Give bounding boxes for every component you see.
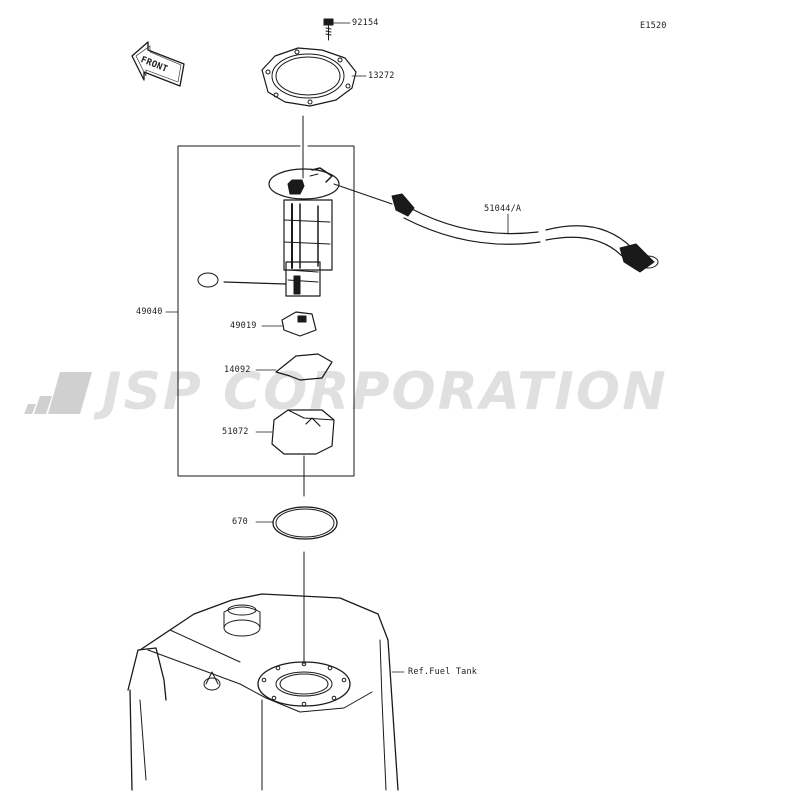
- front-arrow-icon: [131, 41, 185, 87]
- hose-51044A[interactable]: [333, 183, 659, 273]
- fuel-tank[interactable]: [127, 593, 405, 791]
- cover-51072[interactable]: [255, 409, 335, 455]
- label-bracket[interactable]: 14092: [224, 365, 251, 375]
- label-tank-ref[interactable]: Ref.Fuel Tank: [408, 667, 478, 677]
- label-plate[interactable]: 13272: [368, 71, 395, 81]
- fuel-pump-49040[interactable]: [197, 167, 340, 297]
- pump-assembly-frame: [165, 145, 355, 477]
- label-pump-assembly[interactable]: 49040: [136, 307, 163, 317]
- plate-13272[interactable]: [261, 47, 367, 107]
- gasket-670[interactable]: [255, 506, 338, 540]
- bolt-92154[interactable]: [323, 18, 351, 41]
- filter-49019[interactable]: [261, 311, 317, 337]
- diagram-code: E1520: [640, 21, 667, 31]
- jsp-logo-mark: [24, 372, 92, 414]
- bracket-14092[interactable]: [255, 353, 333, 381]
- label-cover[interactable]: 51072: [222, 427, 249, 437]
- label-gasket[interactable]: 670: [232, 517, 248, 527]
- label-filter[interactable]: 49019: [230, 321, 257, 331]
- label-bolt[interactable]: 92154: [352, 18, 379, 28]
- label-hose[interactable]: 51044/A: [484, 204, 522, 214]
- watermark-text: JSP CORPORATION: [102, 362, 668, 422]
